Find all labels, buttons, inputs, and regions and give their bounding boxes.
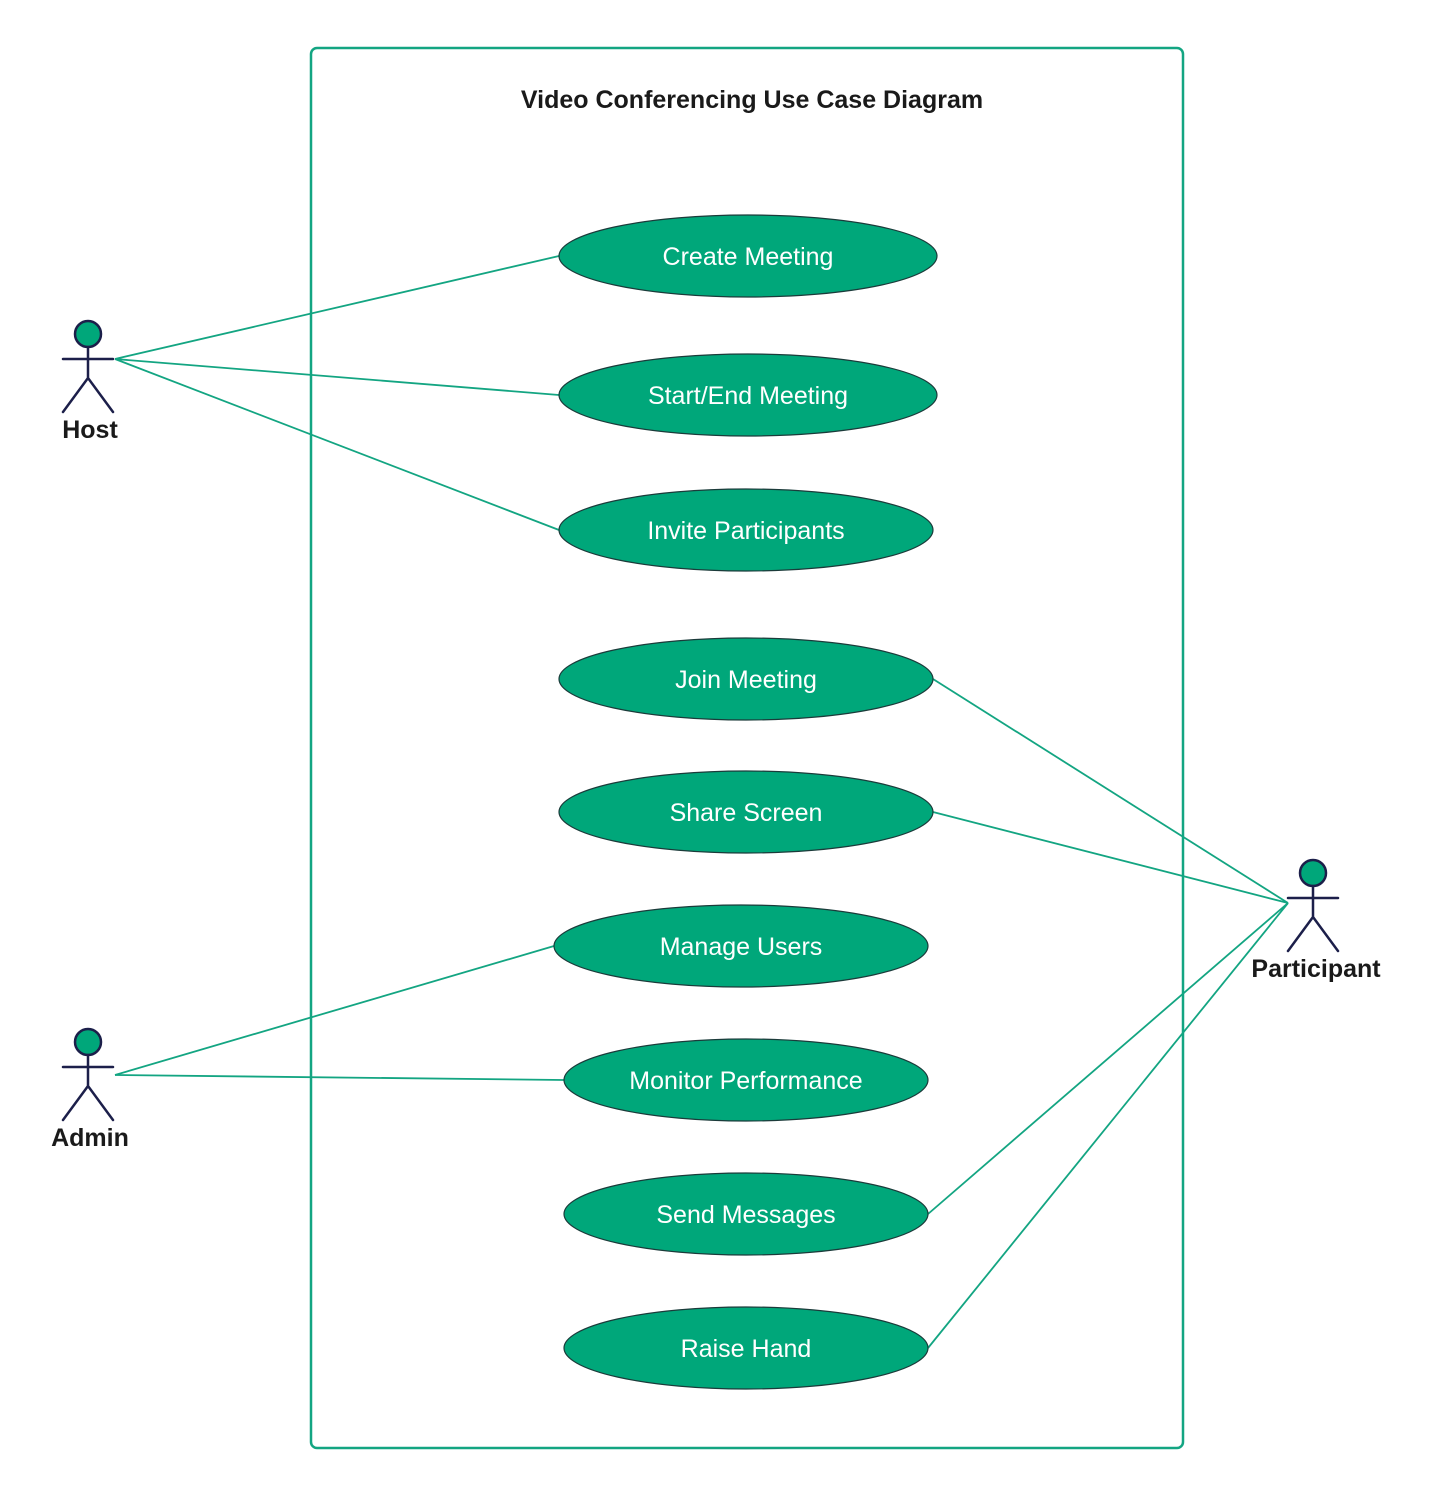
association-admin-monitor-performance — [114, 1074, 565, 1081]
use-case-label: Send Messages — [656, 1201, 835, 1229]
actor-head-icon — [73, 319, 103, 349]
actor-head-icon — [1298, 858, 1328, 888]
actor-participant[interactable]: Participant — [1251, 858, 1381, 983]
association-participant-share-screen — [932, 811, 1289, 904]
use-case-ellipse — [563, 1306, 929, 1390]
use-case-share-screen[interactable]: Share Screen — [558, 770, 934, 854]
use-case-ellipse — [558, 637, 934, 721]
association-host-invite-participants — [114, 358, 560, 531]
association-host-create-meeting — [114, 255, 560, 360]
system-boundary — [309, 46, 1185, 1450]
use-case-ellipse — [558, 214, 938, 298]
use-case-join-meeting[interactable]: Join Meeting — [558, 637, 934, 721]
use-case-ellipse — [553, 904, 929, 988]
use-case-label: Invite Participants — [647, 517, 844, 545]
use-case-label: Create Meeting — [663, 243, 834, 271]
diagram-title: Video Conferencing Use Case Diagram — [521, 86, 983, 114]
actor-head-icon — [73, 1027, 103, 1057]
actor-label: Participant — [1251, 955, 1381, 983]
use-case-start-end-meeting[interactable]: Start/End Meeting — [558, 353, 938, 437]
associations — [114, 255, 1289, 1349]
association-participant-raise-hand — [927, 902, 1289, 1349]
association-participant-send-messages — [927, 902, 1289, 1215]
use-case-label: Share Screen — [670, 799, 823, 827]
use-case-ellipse — [558, 353, 938, 437]
association-admin-manage-users — [114, 945, 555, 1076]
association-host-start-end-meeting — [114, 358, 560, 396]
association-participant-join-meeting — [932, 678, 1289, 904]
use-case-raise-hand[interactable]: Raise Hand — [563, 1306, 929, 1390]
use-case-ellipse — [563, 1038, 929, 1122]
use-case-label: Raise Hand — [681, 1335, 812, 1363]
actor-body-icon — [61, 1053, 115, 1122]
use-case-label: Join Meeting — [675, 666, 817, 694]
actor-admin[interactable]: Admin — [51, 1027, 129, 1152]
use-case-send-messages[interactable]: Send Messages — [563, 1172, 929, 1256]
use-case-manage-users[interactable]: Manage Users — [553, 904, 929, 988]
use-case-create-meeting[interactable]: Create Meeting — [558, 214, 938, 298]
use-case-monitor-performance[interactable]: Monitor Performance — [563, 1038, 929, 1122]
use-case-ellipse — [563, 1172, 929, 1256]
use-case-invite-participants[interactable]: Invite Participants — [558, 488, 934, 572]
actor-body-icon — [1286, 884, 1340, 953]
use-case-ellipse — [558, 488, 934, 572]
actor-label: Admin — [51, 1124, 129, 1152]
use-case-ellipse — [558, 770, 934, 854]
actor-body-icon — [61, 345, 115, 414]
use-case-label: Start/End Meeting — [648, 382, 848, 410]
use-case-label: Monitor Performance — [629, 1067, 862, 1095]
actor-host[interactable]: Host — [61, 319, 118, 444]
use-case-label: Manage Users — [660, 933, 823, 961]
actor-label: Host — [62, 416, 118, 444]
